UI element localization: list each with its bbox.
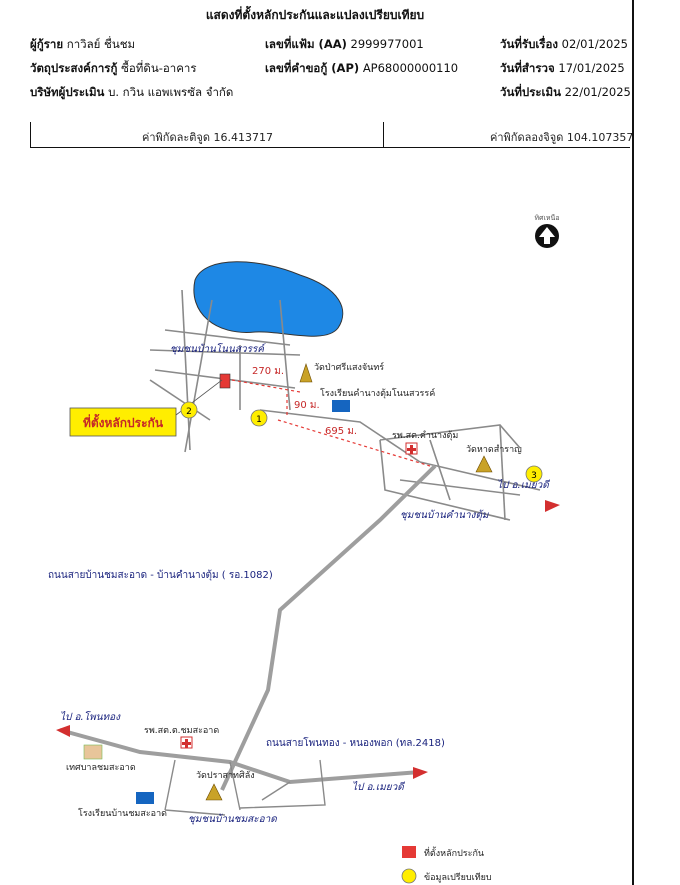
comparable-number-3: 3: [531, 471, 537, 481]
temple-2-label: วัดหาดสำราญ: [466, 444, 522, 455]
comparable-number-1: 1: [256, 415, 262, 425]
community-3-label: ชุมชนบ้านชมสะอาด: [188, 813, 277, 825]
file-value: 2999977001: [350, 37, 424, 51]
distance-1-label: 270 ม.: [252, 366, 284, 377]
latitude-text: ค่าพิกัดละติจูด 16.413717: [142, 131, 273, 144]
school-icon: [136, 400, 350, 804]
temple-icon: [205, 363, 493, 801]
roads-chom-saat: [164, 759, 326, 816]
comparable-marker-3: [525, 465, 543, 483]
comparable-number-2: 2: [186, 407, 192, 417]
road-1082: [220, 464, 437, 791]
legend-collateral-label: ที่ตั้งหลักประกัน: [424, 846, 484, 859]
distance-3-label: 695 ม.: [325, 426, 357, 437]
legend-collateral-swatch: [402, 846, 416, 858]
borrower-label: ผู้กู้ราย: [30, 37, 64, 51]
legend-comparable-swatch: [401, 868, 417, 884]
appraiser-row: บริษัทผู้ประเมิน บ. กวิน แอพเพรซัล จำกัด: [30, 84, 233, 102]
road-2418-label: ถนนสายโพนทอง - หนองพอก (ทล.2418): [266, 736, 445, 749]
municipality-icon: [83, 744, 103, 760]
hospital-icon: [180, 442, 418, 749]
distance-lines: [231, 379, 431, 467]
received-label: วันที่รับเรื่อง: [500, 37, 559, 51]
to-meyawadi-2-label: ไป อ.เมยวดี: [352, 781, 406, 793]
legend-comparable-label: ข้อมูลเปรียบเทียบ: [424, 872, 492, 883]
coord-divider-left: [30, 122, 31, 148]
collateral-callout-box: [69, 407, 177, 437]
comparable-marker-1: [250, 409, 268, 427]
road-1082-label: ถนนสายบ้านชมสะอาด - บ้านคำนางตุ้ม ( รอ.1…: [48, 569, 273, 581]
collateral-marker: [219, 373, 231, 389]
coord-divider-mid: [383, 122, 384, 148]
school-2-label: โรงเรียนบ้านชมสะอาด: [78, 808, 167, 819]
direction-arrows: [56, 500, 560, 779]
borrower-value: กาวิลย์ ชื่นชม: [66, 37, 136, 51]
survey-value: 17/01/2025: [558, 61, 625, 75]
comparable-marker-2: [180, 401, 198, 419]
temple-1-label: วัดป่าศรีแสงจันทร์: [314, 361, 384, 373]
survey-label: วันที่สำรวจ: [500, 61, 555, 75]
temple-3-label: วัดปราสาทศิลัง: [196, 770, 255, 781]
request-value: AP68000000110: [362, 61, 459, 75]
request-label: เลขที่คำขอกู้ (AP): [265, 61, 360, 75]
coord-underline: [30, 147, 630, 148]
appraise-row: วันที่ประเมิน 22/01/2025: [500, 84, 631, 102]
page-title: แสดงที่ตั้งหลักประกันและแปลงเปรียบเทียบ: [205, 8, 425, 22]
file-label: เลขที่แฟ้ม (AA): [265, 37, 347, 51]
page-border-right: [632, 0, 634, 885]
to-phonthong-label: ไป อ.โพนทอง: [60, 711, 121, 723]
appraise-label: วันที่ประเมิน: [500, 85, 561, 99]
appraiser-value: บ. กวิน แอพเพรซัล จำกัด: [108, 85, 234, 99]
roads-kham-nang-tum: [259, 409, 541, 521]
hospital-2-label: รพ.สต.ต.ชมสะอาด: [144, 726, 219, 736]
survey-row: วันที่สำรวจ 17/01/2025: [500, 60, 625, 78]
request-row: เลขที่คำขอกู้ (AP) AP68000000110: [265, 60, 458, 78]
appraise-value: 22/01/2025: [564, 85, 631, 99]
collateral-callout-text: ที่ตั้งหลักประกัน: [83, 413, 164, 430]
purpose-row: วัตถุประสงค์การกู้ ซื้อที่ดิน-อาคาร: [30, 60, 197, 78]
to-meyawadi-1-label: ไป อ.เมยวดี: [497, 479, 551, 491]
received-value: 02/01/2025: [561, 37, 628, 51]
community-2-label: ชุมชนบ้านคำนางตุ้ม: [400, 509, 490, 521]
hospital-1-label: รพ.สต.คำนางตุ้ม: [392, 430, 458, 441]
file-row: เลขที่แฟ้ม (AA) 2999977001: [265, 36, 424, 54]
distance-2-label: 90 ม.: [294, 400, 320, 411]
appraiser-label: บริษัทผู้ประเมิน: [30, 85, 105, 99]
purpose-value: ซื้อที่ดิน-อาคาร: [121, 61, 197, 75]
received-row: วันที่รับเรื่อง 02/01/2025: [500, 36, 628, 54]
longitude-text: ค่าพิกัดลองจิจูด 104.107357: [490, 131, 634, 144]
community-1-label: ชุมชนบ้านโนนสวรรค์: [170, 343, 266, 355]
north-label: ทิศเหนือ: [534, 214, 559, 222]
borrower-row: ผู้กู้ราย กาวิลย์ ชื่นชม: [30, 36, 135, 54]
municipality-label: เทศบาลชมสะอาด: [66, 763, 136, 773]
purpose-label: วัตถุประสงค์การกู้: [30, 61, 118, 75]
lake: [193, 261, 344, 337]
school-1-label: โรงเรียนคำนางตุ้มโนนสวรรค์: [320, 387, 435, 399]
